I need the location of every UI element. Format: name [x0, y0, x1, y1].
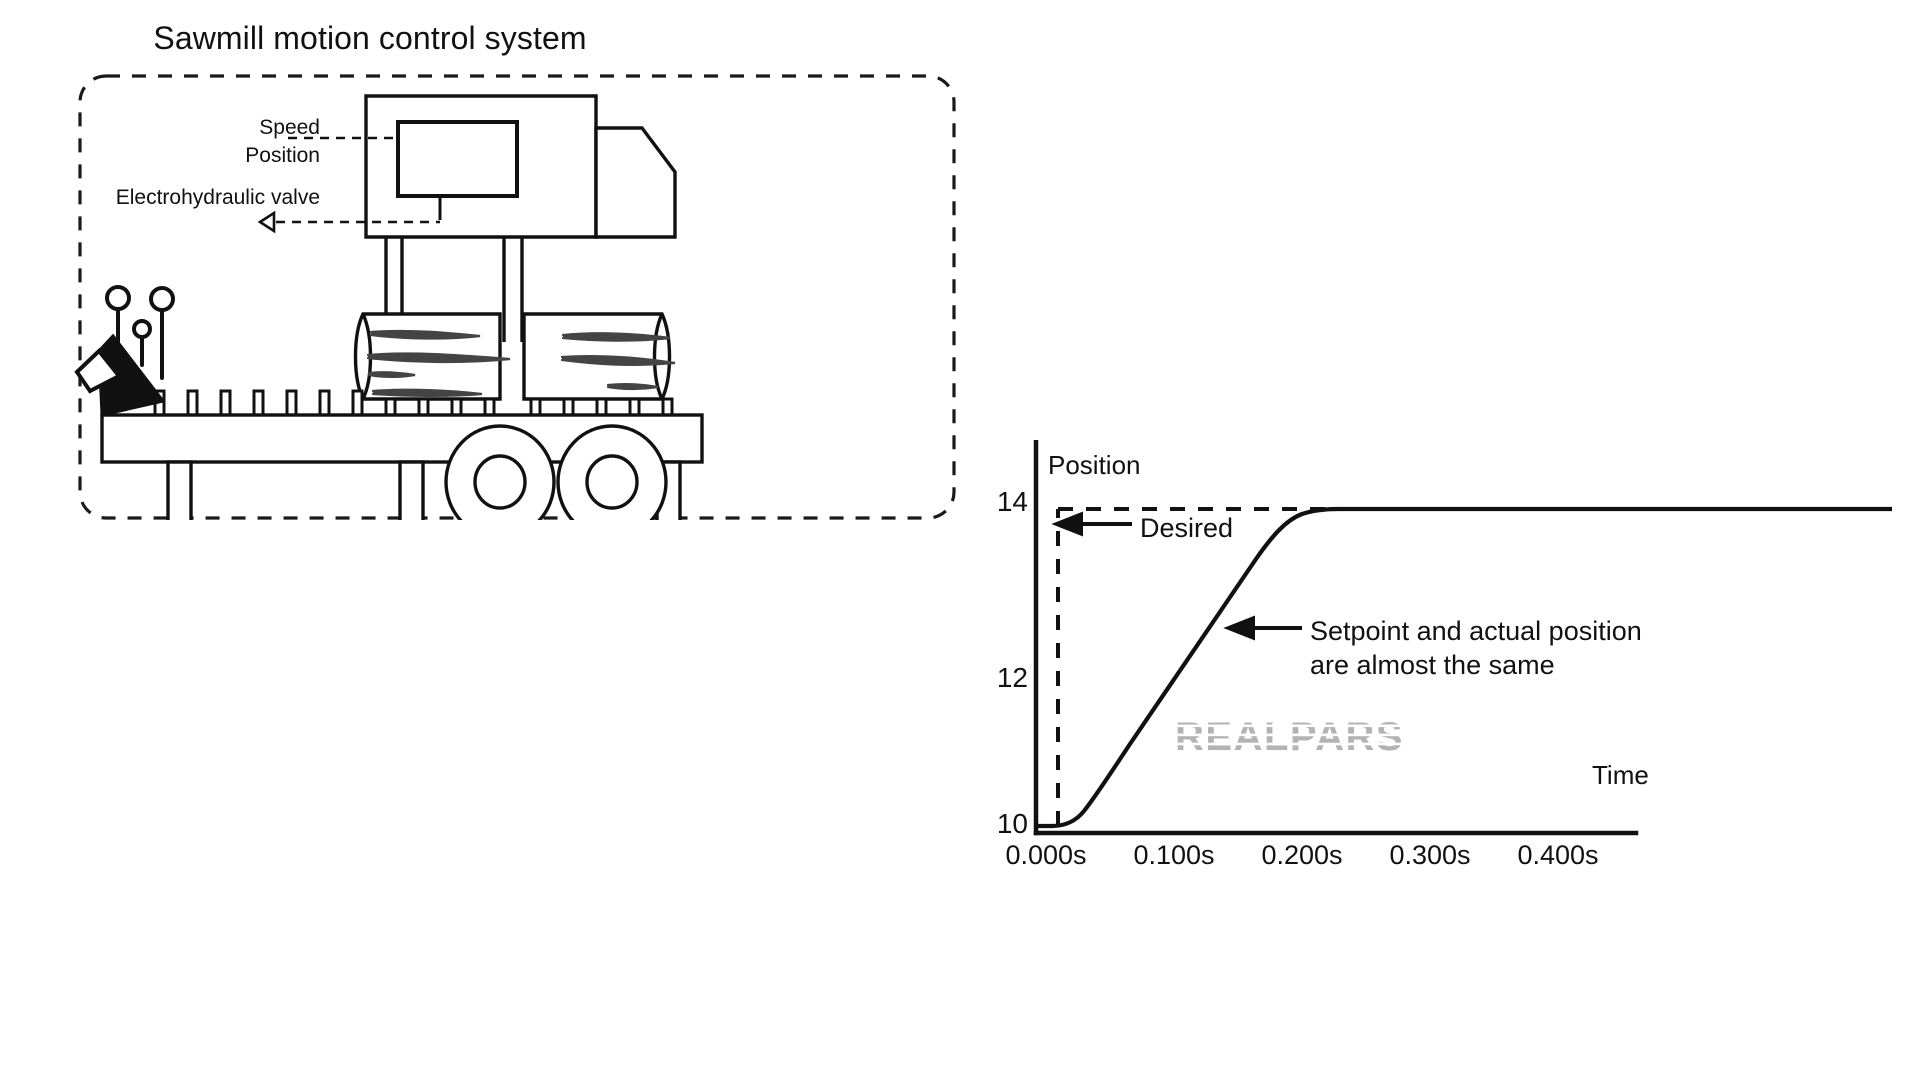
illustration-dashed-frame — [78, 74, 956, 520]
wheels — [444, 424, 668, 520]
loader-arm — [74, 333, 166, 417]
sawmill-illustration-panel: Sawmill motion control system — [0, 0, 980, 560]
y-tick-label: 12 — [996, 662, 1028, 693]
watermark-text: REALPARS — [1175, 716, 1404, 756]
callout-leader-lines — [260, 136, 440, 224]
realpars-watermark-logo: REALPARS — [1175, 716, 1404, 756]
x-tick-label: 0.200s — [1261, 840, 1343, 870]
machine-display-panel — [396, 120, 519, 198]
chart-canvas — [1033, 440, 1892, 836]
sensor-probes — [105, 285, 175, 380]
callout-label-speed: Speed — [259, 116, 320, 139]
illustration-title: Sawmill motion control system — [153, 20, 587, 56]
sawmill-machine-drawing — [74, 94, 704, 520]
series-actual-position — [1036, 506, 1892, 829]
x-tick-label: 0.100s — [1133, 840, 1215, 870]
y-tick-label: 14 — [996, 486, 1028, 517]
log-grain — [366, 329, 676, 397]
x-axis-label: Time — [1592, 760, 1649, 790]
y-axis-label: Position — [1048, 450, 1141, 480]
x-tick-label: 0.300s — [1389, 840, 1471, 870]
annotation-setpoint-text: Setpoint and actual position are almost … — [1310, 616, 1642, 680]
annotation-desired-text: Desired — [1140, 513, 1234, 543]
chart-axes — [1033, 440, 1639, 836]
position-vs-time-chart: Position Time 14 12 10 0.000s 0.100s 0.2… — [980, 440, 1920, 1080]
y-tick-label: 10 — [996, 808, 1028, 839]
valve-arrowhead — [257, 210, 276, 234]
series-desired — [1056, 507, 1892, 826]
annotation-arrow-setpoint — [1223, 615, 1302, 641]
x-tick-label: 0.400s — [1517, 840, 1599, 870]
machine-supports — [384, 237, 524, 342]
callout-label-electrohydraulic-valve: Electrohydraulic valve — [115, 186, 320, 209]
x-tick-label: 0.000s — [1005, 840, 1087, 870]
callout-label-position: Position — [245, 144, 320, 167]
annotation-arrow-desired — [1051, 511, 1132, 537]
